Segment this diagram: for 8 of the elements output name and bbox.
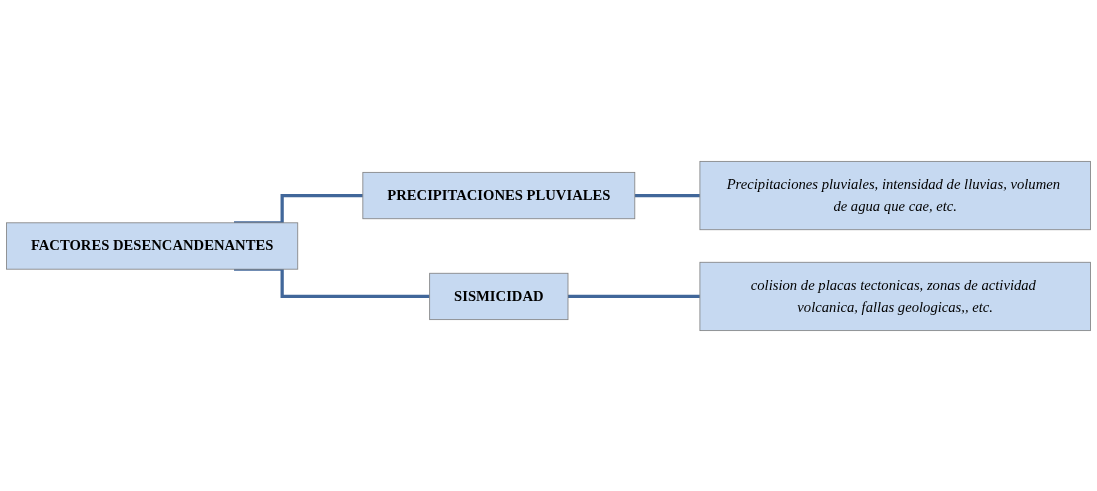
node-box: PRECIPITACIONES PLUVIALES — [362, 171, 636, 219]
connector — [634, 193, 700, 197]
node-box: colision de placas tectonicas, zonas de actividad volcanica, fallas geologicas,, etc. — [699, 261, 1091, 331]
node-box: FACTORES DESENCANDENANTES — [6, 221, 299, 270]
connector — [568, 294, 700, 298]
node-box: SISMICIDAD — [429, 272, 569, 320]
node-box: Precipitaciones pluviales, intensidad de lluvias, volumen de agua que cae, etc. — [699, 160, 1091, 230]
connector — [234, 267, 430, 298]
